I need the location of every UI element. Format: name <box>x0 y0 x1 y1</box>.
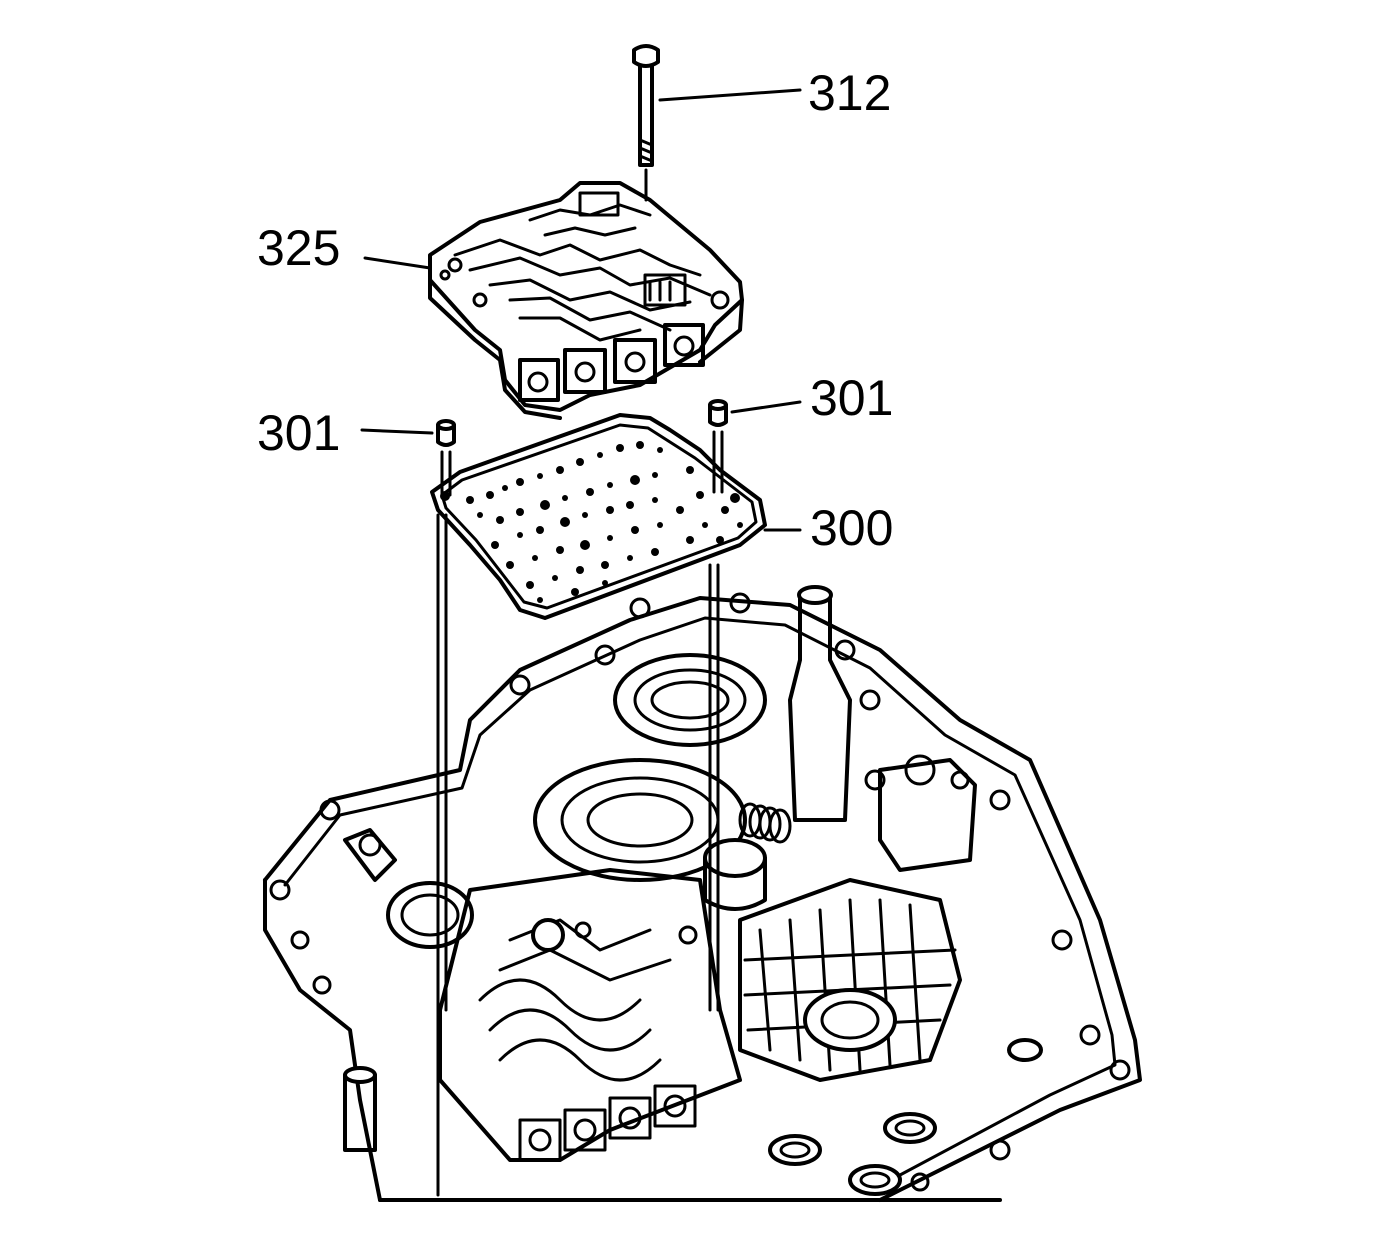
dowel-pin-left <box>436 419 456 447</box>
dowel-pin-right <box>708 399 728 427</box>
spacer-plate <box>430 413 767 620</box>
valve-body-bolt <box>632 44 660 202</box>
leader-pin-right <box>730 400 802 414</box>
upper-valve-body <box>428 181 744 420</box>
alignment-lines <box>436 430 724 1197</box>
callout-bolt: 312 <box>808 65 891 121</box>
leader-bolt <box>658 88 802 102</box>
transmission-case <box>263 585 1142 1202</box>
callout-valve-body: 325 <box>257 220 340 276</box>
leader-lines <box>360 88 802 532</box>
spacer-plate-orifices <box>440 441 743 603</box>
callout-pin-right: 301 <box>810 370 893 426</box>
leader-pin-left <box>360 428 434 435</box>
leader-valve-body <box>363 256 432 270</box>
valve-body-bores <box>518 323 705 402</box>
callout-pin-left: 301 <box>257 405 340 461</box>
callout-spacer-plate: 300 <box>810 500 893 556</box>
